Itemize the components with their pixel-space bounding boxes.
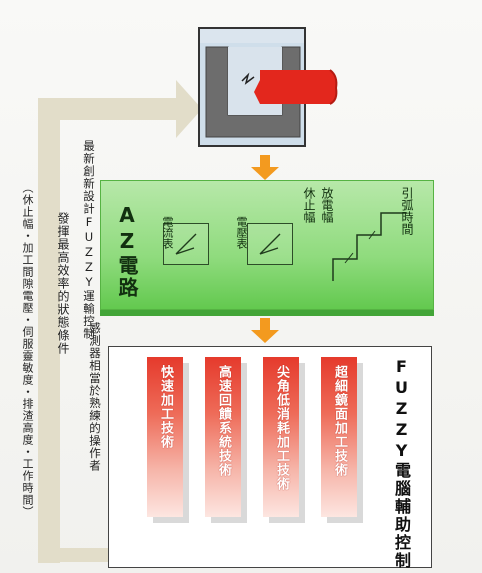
sensor-operator-note: 感測器相當於熟練的操作者 (88, 322, 102, 472)
ammeter-icon (163, 223, 209, 265)
technique-label: 快速加工技術 (158, 365, 173, 449)
az-circuit-title: AZ電路 (115, 203, 139, 299)
feedback-loop-arrow-vertical (38, 98, 60, 563)
technique-label: 尖角低消耗加工技術 (274, 365, 289, 491)
voltmeter-label: 電壓表 (235, 216, 248, 249)
technique-bar-4: 快速加工技術 (147, 357, 183, 517)
ammeter-label: 電流表 (161, 216, 174, 249)
technique-label: 高速回饋系統技術 (216, 365, 231, 477)
technique-bar-1: 超細鏡面加工技術 (321, 357, 357, 517)
electrode-red-bar (254, 69, 338, 105)
rest-width-label: 休止幅 (302, 187, 316, 223)
technique-bar-3: 高速回饋系統技術 (205, 357, 241, 517)
technique-bar-2: 尖角低消耗加工技術 (263, 357, 299, 517)
feedback-conditions-detail: （休止幅・加工間隙電壓・伺服靈敏度・排渣高度・工作時間） (21, 182, 34, 518)
pulse-waveform-graph (332, 212, 407, 281)
technique-label: 超細鏡面加工技術 (332, 365, 347, 477)
fuzzy-box-title: FUZZY電腦輔助控制 (392, 357, 411, 570)
feedback-conditions-title: 發揮最高效率的狀態條件 (56, 212, 70, 355)
fuzzy-control-box: 快速加工技術 高速回饋系統技術 尖角低消耗加工技術 超細鏡面加工技術 FUZZY… (108, 346, 432, 570)
machining-cross-section (198, 27, 306, 147)
spark-icon (241, 72, 255, 85)
discharge-width-label: 放電幅 (320, 187, 334, 223)
az-circuit-panel: AZ電路 電流表 電壓表 休止幅 放電幅 引弧時間 (100, 180, 434, 310)
fuzzy-redesign-note: 最新創新設計FUZZY運輸控制 (82, 140, 96, 340)
flow-arrow-down-1 (251, 155, 279, 180)
feedback-loop-arrow-base (38, 548, 108, 562)
feedback-loop-arrowhead (176, 80, 202, 138)
feedback-loop-arrow-horizontal (38, 98, 176, 120)
arc-time-label: 引弧時間 (400, 187, 414, 235)
flow-arrow-down-2 (251, 318, 279, 343)
voltmeter-icon (247, 223, 293, 265)
